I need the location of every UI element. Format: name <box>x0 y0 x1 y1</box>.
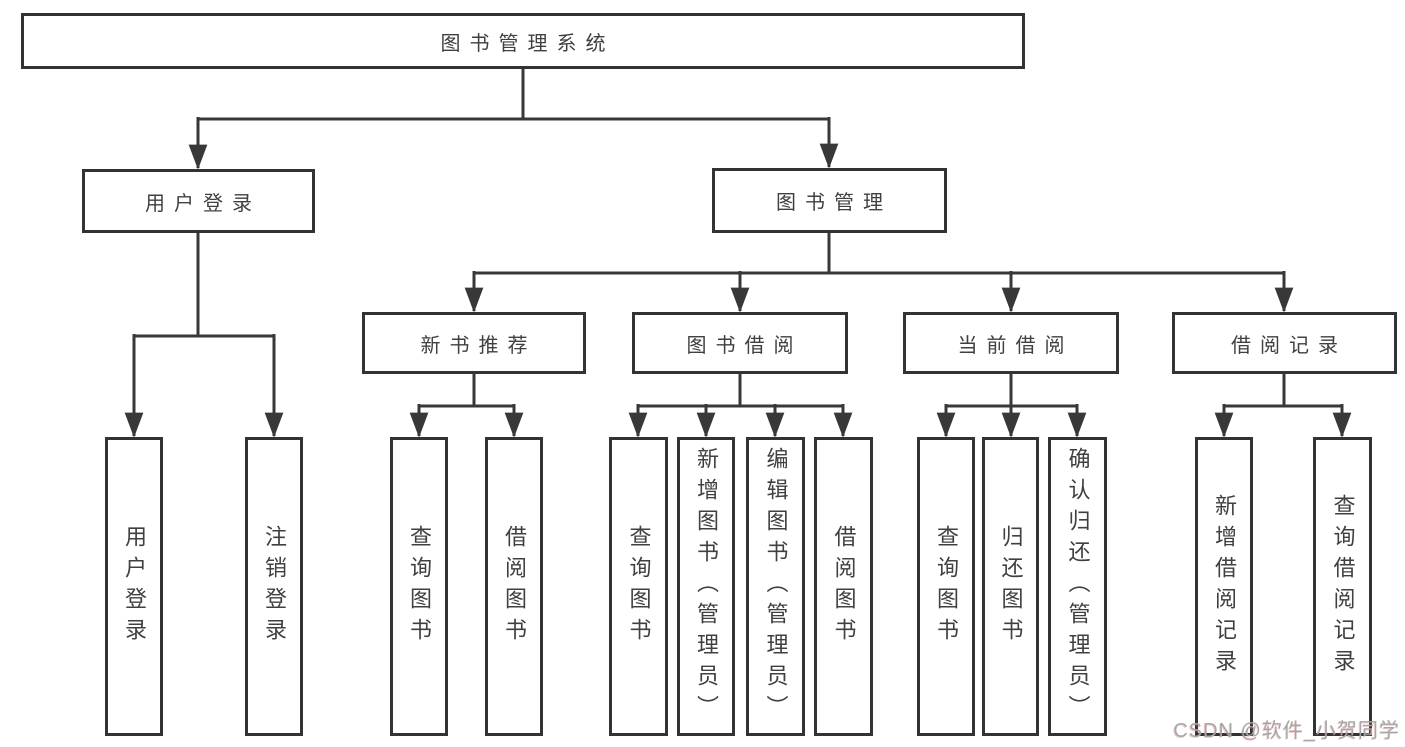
leaf-logout: 注销登录 <box>245 437 303 736</box>
connector-book-mgmt-to-level2 <box>464 233 1294 313</box>
leaf-borrow-borrow-book: 借阅图书 <box>814 437 873 736</box>
connector-current-borrow-to-leaves <box>936 374 1087 438</box>
leaf-borrow-add-book-admin: 新增图书（管理员） <box>677 437 735 736</box>
leaf-label: 借阅图书 <box>831 524 857 649</box>
node-book-borrow: 图书借阅 <box>632 312 848 374</box>
leaf-rec-borrow-book: 借阅图书 <box>485 437 543 736</box>
leaf-label: 查询图书 <box>407 524 432 649</box>
leaf-label: 注销登录 <box>262 524 287 649</box>
node-label: 用户登录 <box>145 192 261 215</box>
leaf-borrow-query-book: 查询图书 <box>609 437 668 736</box>
leaf-rec-query-book: 查询图书 <box>390 437 448 736</box>
leaf-record-query-record: 查询借阅记录 <box>1313 437 1372 736</box>
leaf-label: 借阅图书 <box>502 524 527 649</box>
leaf-label: 查询图书 <box>626 524 652 649</box>
leaf-label: 新增借阅记录 <box>1212 493 1237 680</box>
node-new-book-rec: 新书推荐 <box>362 312 586 374</box>
leaf-label: 查询借阅记录 <box>1330 493 1356 680</box>
connector-new-book-rec-to-leaves <box>409 374 524 438</box>
leaf-label: 确认归还（管理员） <box>1065 447 1091 726</box>
node-label: 新书推荐 <box>420 334 537 357</box>
connector-borrow-record-to-leaves <box>1214 374 1352 438</box>
connector-book-borrow-to-leaves <box>628 374 853 438</box>
leaf-current-return-book: 归还图书 <box>982 437 1039 736</box>
csdn-watermark: CSDN @软件_小贺同学 <box>1173 720 1400 742</box>
node-label: 图书管理系统 <box>440 32 615 55</box>
leaf-label: 新增图书（管理员） <box>694 447 719 726</box>
node-user-login: 用户登录 <box>82 169 315 233</box>
node-label: 借阅记录 <box>1231 334 1347 357</box>
node-label: 图书借阅 <box>686 334 803 357</box>
node-system-root: 图书管理系统 <box>21 13 1025 69</box>
leaf-label: 用户登录 <box>122 524 147 649</box>
node-borrow-record: 借阅记录 <box>1172 312 1397 374</box>
leaf-current-query-book: 查询图书 <box>917 437 975 736</box>
leaf-label: 归还图书 <box>998 524 1024 649</box>
leaf-current-confirm-return-admin: 确认归还（管理员） <box>1048 437 1107 736</box>
connector-user-login-to-leaves <box>124 233 284 438</box>
node-current-borrow: 当前借阅 <box>903 312 1119 374</box>
connector-root-to-level1 <box>188 69 839 170</box>
leaf-borrow-edit-book-admin: 编辑图书（管理员） <box>746 437 805 736</box>
node-label: 当前借阅 <box>957 334 1074 357</box>
leaf-record-add-record: 新增借阅记录 <box>1195 437 1253 736</box>
leaf-label: 查询图书 <box>934 524 959 649</box>
leaf-user-login: 用户登录 <box>105 437 163 736</box>
leaf-label: 编辑图书（管理员） <box>763 447 789 726</box>
node-book-mgmt: 图书管理 <box>712 168 947 233</box>
node-label: 图书管理 <box>776 192 892 214</box>
